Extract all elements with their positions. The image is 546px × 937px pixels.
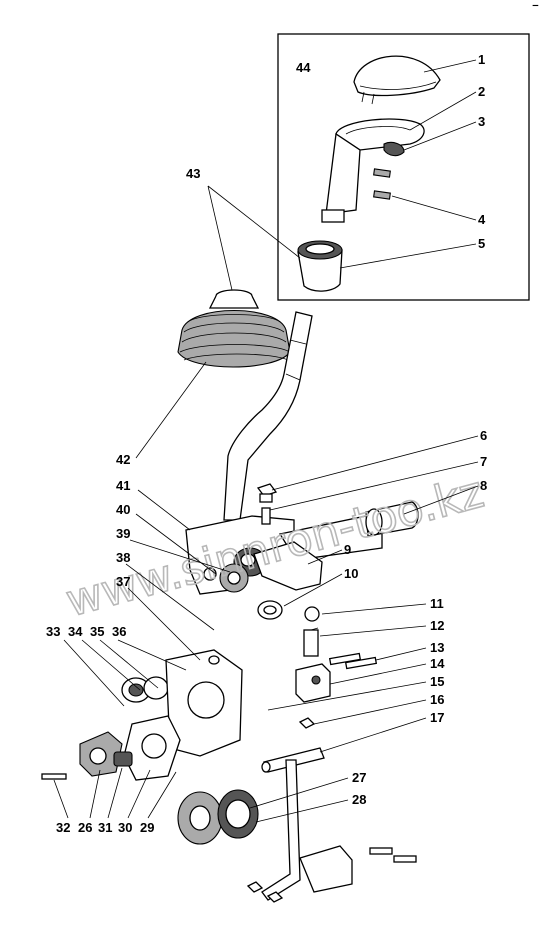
bolts-13 — [328, 652, 378, 670]
callout-3: 3 — [478, 114, 485, 129]
callout-17: 17 — [430, 710, 444, 725]
upper-bracket — [185, 501, 419, 595]
callout-31: 31 — [98, 820, 112, 835]
callout-32: 32 — [56, 820, 70, 835]
callout-11: 11 — [430, 596, 444, 611]
callout-42: 42 — [116, 452, 130, 467]
callout-43: 43 — [186, 166, 200, 181]
callout-5: 5 — [478, 236, 485, 251]
rubber-boot — [177, 289, 291, 368]
lower-rod — [261, 759, 353, 901]
inset-label: 44 — [296, 60, 311, 75]
knob-cap — [353, 55, 441, 105]
callout-13: 13 — [430, 640, 444, 655]
washer-10 — [257, 600, 283, 620]
callout-16: 16 — [430, 692, 444, 707]
callout-41: 41 — [116, 478, 130, 493]
callout-8: 8 — [480, 478, 487, 493]
bolts-lower — [246, 847, 417, 903]
callout-38: 38 — [116, 550, 130, 565]
pin-7 — [261, 507, 271, 525]
sensor-26 — [79, 731, 133, 777]
callout-labels: 1 2 3 4 5 6 7 8 9 10 11 12 13 14 15 16 1… — [46, 52, 487, 835]
bushing — [297, 240, 343, 292]
callout-26: 26 — [78, 820, 92, 835]
callout-36: 36 — [112, 624, 126, 639]
corner-mark: ⁻ — [532, 0, 539, 15]
nut-6 — [256, 483, 278, 503]
callout-27: 27 — [352, 770, 366, 785]
cover-plate — [165, 649, 243, 757]
callout-10: 10 — [344, 566, 358, 581]
callout-12: 12 — [430, 618, 444, 633]
shift-lever — [223, 311, 313, 521]
bolt-32 — [41, 773, 67, 780]
callout-39: 39 — [116, 526, 130, 541]
small-pin — [373, 168, 391, 200]
plate-29 — [123, 715, 181, 781]
block-14 — [295, 663, 331, 703]
callout-7: 7 — [480, 454, 487, 469]
callout-37: 37 — [116, 574, 130, 589]
lever-head — [321, 118, 425, 223]
gear-assembly — [177, 789, 259, 845]
callout-9: 9 — [344, 542, 351, 557]
knob-inset: 44 — [277, 33, 530, 301]
callout-6: 6 — [480, 428, 487, 443]
callout-28: 28 — [352, 792, 366, 807]
callout-34: 34 — [68, 624, 83, 639]
callout-29: 29 — [140, 820, 154, 835]
callout-1: 1 — [478, 52, 485, 67]
callout-35: 35 — [90, 624, 104, 639]
leader-lines — [53, 59, 479, 823]
callout-2: 2 — [478, 84, 485, 99]
nut-16 — [298, 717, 316, 729]
callout-40: 40 — [116, 502, 130, 517]
ball-11 — [304, 606, 320, 622]
spring-12 — [303, 627, 319, 657]
callout-30: 30 — [118, 820, 132, 835]
callout-33: 33 — [46, 624, 60, 639]
callout-14: 14 — [430, 656, 445, 671]
callout-15: 15 — [430, 674, 444, 689]
callout-4: 4 — [478, 212, 486, 227]
